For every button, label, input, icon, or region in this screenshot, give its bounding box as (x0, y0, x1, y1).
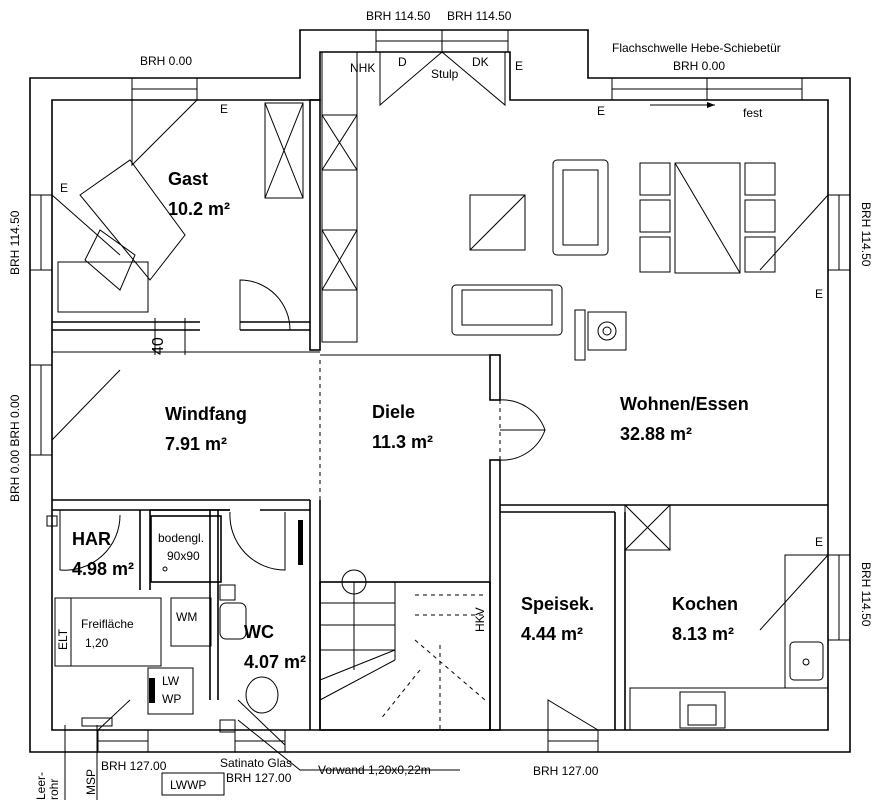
bodengl-label: bodengl. (158, 531, 204, 545)
room-area-windfang: 7.91 m² (165, 434, 227, 454)
brh-label: BRH 127.00 (101, 759, 167, 773)
brh-label: BRH 127.00 (226, 771, 292, 785)
brh-label: BRH 127.00 (533, 764, 599, 778)
room-name-har: HAR (72, 529, 111, 549)
room-name-kochen: Kochen (672, 594, 738, 614)
room-area-wc: 4.07 m² (244, 652, 306, 672)
brh-label: BRH 114.50 (366, 9, 431, 23)
stulp-label: Stulp (431, 67, 459, 81)
leerrohr-label: rohr (47, 779, 61, 800)
dk-label: DK (472, 55, 489, 69)
furniture (46, 51, 829, 800)
size-label: 90x90 (167, 549, 200, 563)
wm-label: WM (176, 610, 197, 624)
room-area-kochen: 8.13 m² (672, 624, 734, 644)
freiflaeche-value: 1,20 (85, 636, 109, 650)
e-label: E (515, 59, 523, 73)
brh-label: BRH 0.00 (673, 59, 725, 73)
doors (59, 279, 546, 571)
lwwp-box (161, 772, 225, 796)
room-area-har: 4.98 m² (72, 559, 134, 579)
lwwp-label: LWWP (170, 778, 206, 792)
e-label: E (815, 287, 823, 301)
brh-label: BRH 114.50 (859, 202, 873, 267)
room-name-gast: Gast (168, 169, 208, 189)
room-area-speisek: 4.44 m² (521, 624, 583, 644)
door-note: Flachschwelle Hebe-Schiebetür (612, 41, 781, 55)
e-label: E (815, 535, 823, 549)
msp-label: MSP (84, 769, 98, 795)
e-label: E (220, 102, 228, 116)
brh-label: BRH 114.50 (859, 562, 873, 627)
e-label: E (60, 181, 68, 195)
room-area-gast: 10.2 m² (168, 199, 230, 219)
vorwand-label: Vorwand 1,20x0,22m (318, 763, 431, 777)
wp-label: WP (162, 692, 181, 706)
brh-label: BRH 114.50 (447, 9, 512, 23)
room-name-speisek: Speisek. (521, 594, 594, 614)
hkv-label: HKV (473, 607, 487, 632)
lw-label: LW (162, 674, 180, 688)
e-label: E (597, 104, 605, 118)
room-name-wohnen: Wohnen/Essen (620, 394, 749, 414)
satinato-label: Satinato Glas (220, 756, 292, 770)
brh-label: BRH 114.50 (8, 210, 22, 275)
elt-label: ELT (56, 628, 70, 650)
leerrohr-label: Leer- (34, 772, 48, 800)
room-name-diele: Diele (372, 402, 415, 422)
fest-label: fest (743, 106, 763, 120)
room-area-diele: 11.3 m² (372, 432, 433, 452)
room-area-wohnen: 32.88 m² (620, 424, 692, 444)
outer-wall (29, 29, 851, 753)
nhk-label: NHK (350, 61, 375, 75)
room-name-windfang: Windfang (165, 404, 247, 424)
room-name-wc: WC (244, 622, 274, 642)
dimension-40: 40 (150, 337, 167, 355)
d-label: D (398, 55, 407, 69)
brh-label: BRH 0.00 BRH 0.00 (8, 394, 22, 502)
brh-label: BRH 0.00 (140, 54, 192, 68)
windows (29, 29, 851, 753)
freiflaeche-label: Freifläche (81, 617, 134, 631)
